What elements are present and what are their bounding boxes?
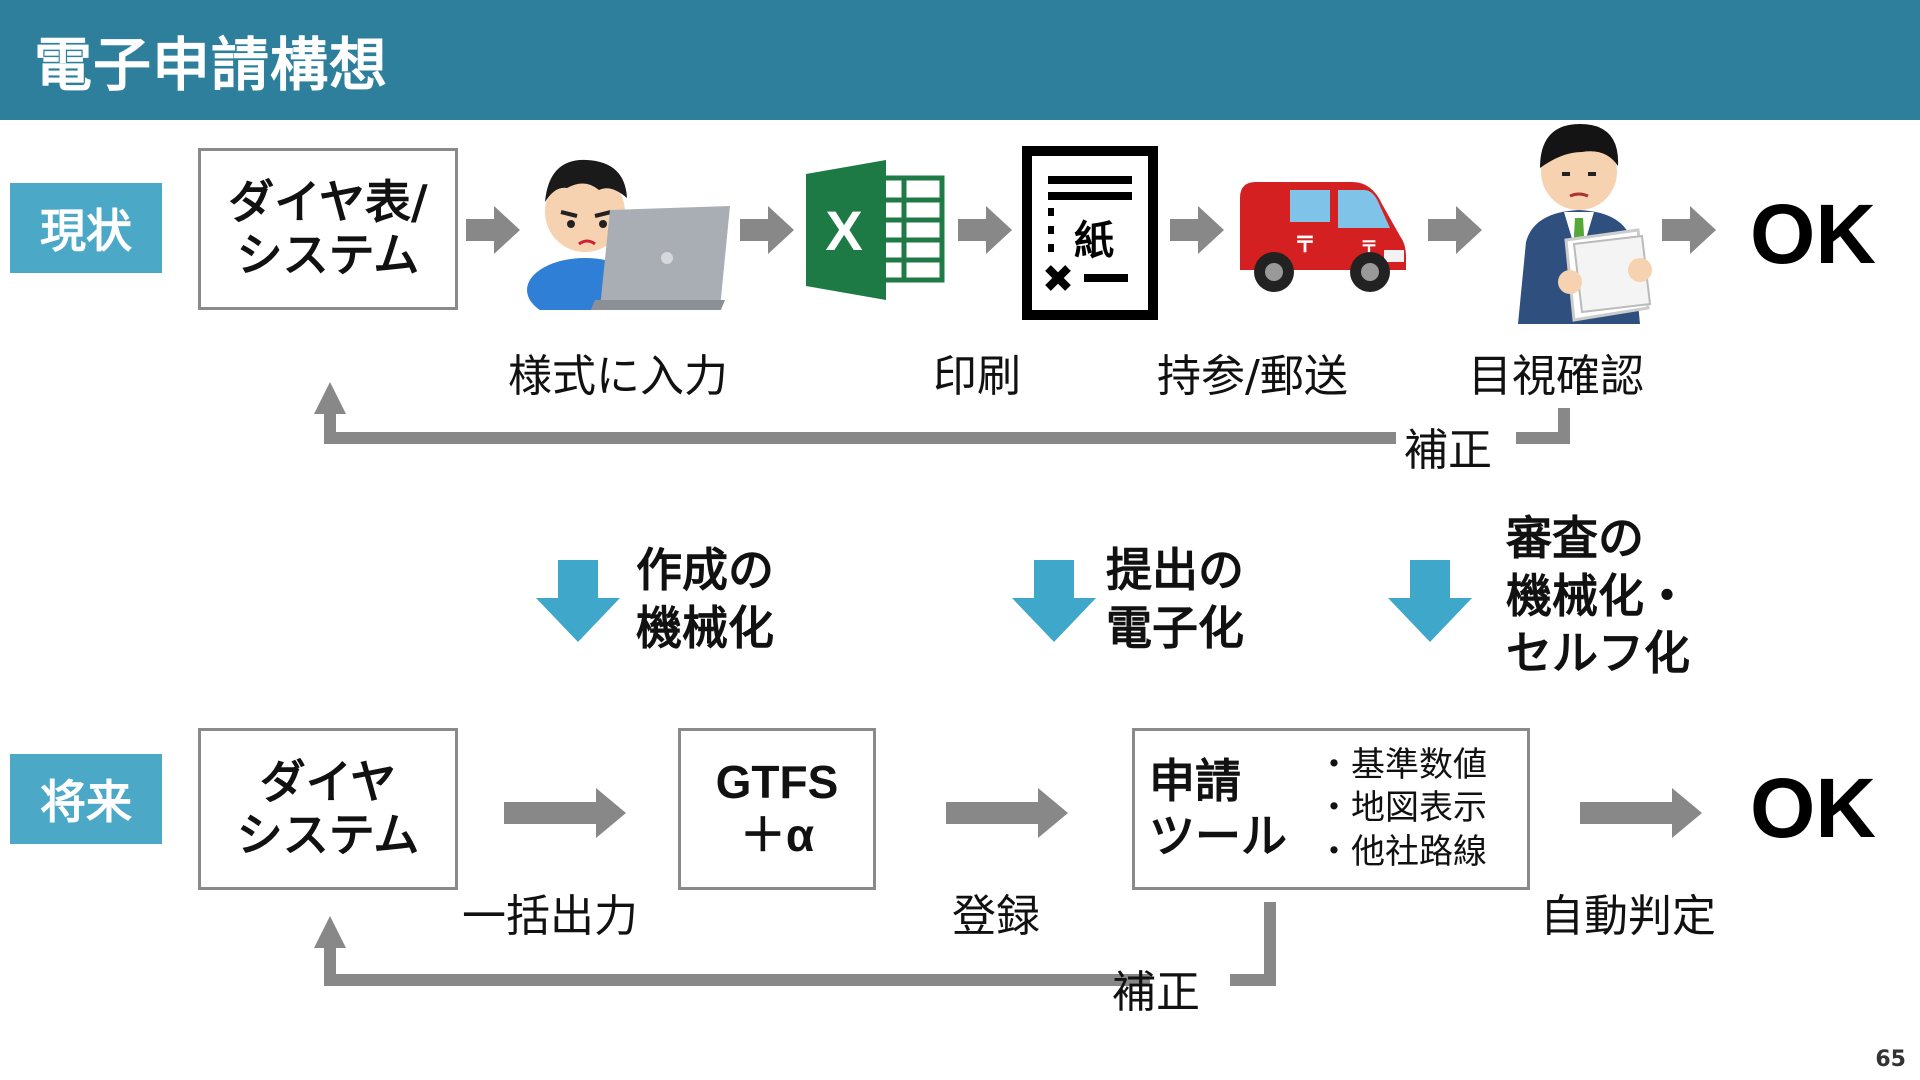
spreadsheet-icon: X — [806, 160, 945, 300]
arrow-right-icon — [1662, 206, 1716, 254]
transition-label-submission: 提出の 電子化 — [1106, 543, 1244, 655]
correction-label-current: 補正 — [1404, 425, 1492, 476]
excel-letter: X — [825, 199, 862, 262]
current-label: 現状 — [10, 183, 162, 273]
step-label-print: 印刷 — [933, 351, 1021, 402]
title-bar — [0, 0, 1920, 120]
future-label: 将来 — [10, 754, 162, 844]
arrow-right-icon — [740, 206, 794, 254]
arrow-right-icon — [958, 206, 1012, 254]
transition-label-creation: 作成の 機械化 — [636, 543, 774, 655]
future-system-box: ダイヤ システム — [198, 728, 458, 890]
down-arrow-icon — [1388, 560, 1472, 642]
gtfs-box: GTFS ＋α — [678, 728, 876, 890]
correction-loop-arrow — [314, 902, 1276, 986]
correction-label-future: 補正 — [1112, 967, 1200, 1018]
arrow-right-icon — [466, 206, 520, 254]
down-arrow-icon — [536, 560, 620, 642]
person-laptop-icon — [527, 159, 730, 310]
arrow-right-icon — [1428, 206, 1482, 254]
down-arrow-icon — [1012, 560, 1096, 642]
tool-feature-list: ・基準数値 ・地図表示 ・他社路線 — [1317, 744, 1487, 875]
step-label-auto-judgement: 自動判定 — [1540, 891, 1716, 942]
tool-feature-item: ・地図表示 — [1317, 788, 1487, 829]
svg-text:〒: 〒 — [1294, 233, 1316, 258]
page-number: 65 — [1875, 1047, 1906, 1072]
arrow-right-icon — [504, 788, 626, 838]
paper-char: 紙 — [1074, 218, 1114, 264]
step-label-bulk-export: 一括出力 — [462, 891, 638, 942]
inspector-man-icon — [1518, 124, 1652, 324]
tool-feature-item: ・他社路線 — [1317, 831, 1487, 872]
paper-document-icon: 紙 — [1022, 146, 1158, 320]
step-label-register: 登録 — [952, 891, 1040, 942]
current-system-box: ダイヤ表/ システム — [198, 148, 458, 310]
arrow-right-icon — [1580, 788, 1702, 838]
step-label-delivery: 持参/郵送 — [1157, 351, 1348, 402]
application-tool-box: 申請 ツール ・基準数値 ・地図表示 ・他社路線 — [1132, 728, 1530, 890]
step-label-input: 様式に入力 — [508, 351, 728, 402]
transition-label-review: 審査の 機械化・ セルフ化 — [1506, 511, 1690, 680]
tool-feature-item: ・基準数値 — [1317, 744, 1487, 785]
postal-van-icon: 〒 〒 — [1240, 182, 1406, 292]
tool-name: 申請 ツール — [1149, 753, 1287, 863]
step-label-visual-check: 目視確認 — [1468, 351, 1644, 402]
current-result-ok: OK — [1750, 187, 1876, 281]
correction-loop-arrow — [314, 382, 1570, 444]
arrow-right-icon — [1170, 206, 1224, 254]
future-result-ok: OK — [1750, 761, 1876, 855]
page-title: 電子申請構想 — [34, 31, 389, 99]
arrow-right-icon — [946, 788, 1068, 838]
